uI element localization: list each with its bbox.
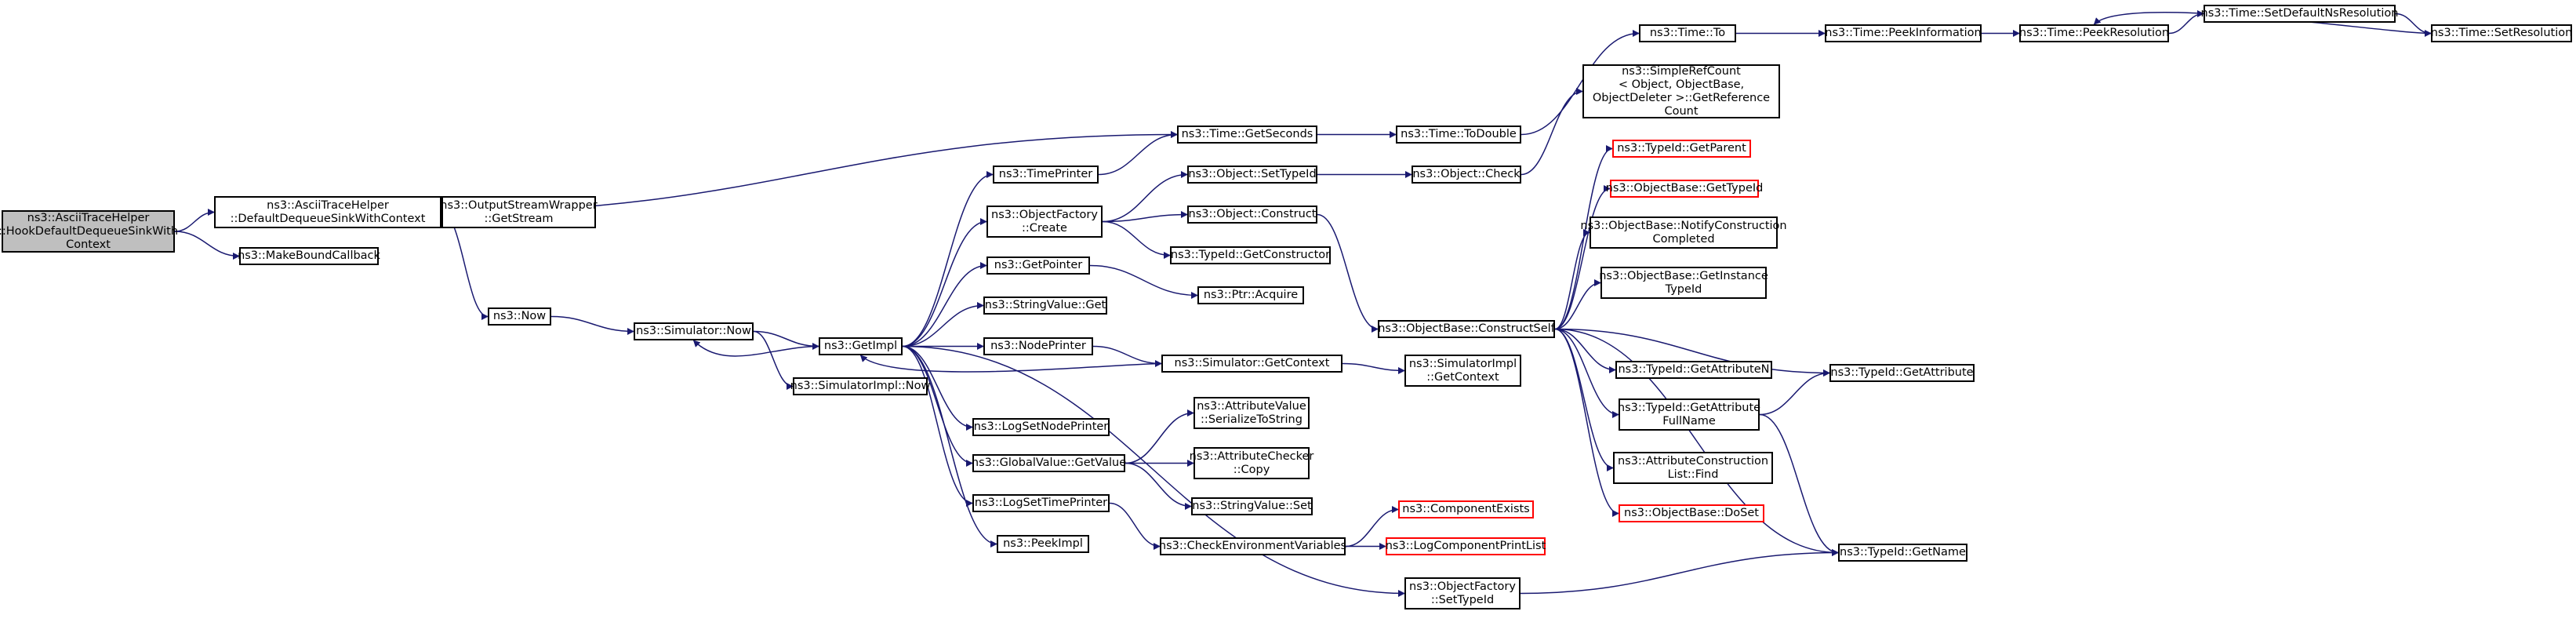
node-root: ns3::AsciiTraceHelper ::HookDefaultDeque… [0,210,178,253]
node-ptracquire[interactable]: ns3::Ptr::Acquire [1197,286,1304,304]
edge-constructself-to-tidgetattrfull [1554,328,1619,418]
edge-nodeprinter-to-simgetcontext [1092,345,1162,367]
edge-root-to-ddswc [174,209,215,232]
edge-getimpl-to-timeprinter [902,171,994,347]
edge-objcheck-to-srcgetref [1521,88,1583,176]
edge-constructself-to-obgettypeid [1554,185,1611,330]
node-obnotify[interactable]: ns3::ObjectBase::NotifyConstruction Comp… [1580,216,1787,249]
node-tidgetattrn[interactable]: ns3::TypeId::GetAttributeN [1615,361,1772,379]
edge-logsettime-to-checkenv [1109,502,1161,550]
edge-simgetcontext-to-simimplgetcontext [1342,362,1405,374]
edge-getpointer-to-ptracquire [1089,264,1198,299]
edge-ofsettypeid-to-tidgetname [1520,549,1839,595]
node-timesetres[interactable]: ns3::Time::SetResolution [2431,24,2572,42]
node-objsettypeid[interactable]: ns3::Object::SetTypeId [1187,166,1317,184]
edge-simnow-to-getimpl [753,330,819,350]
node-obgetinstance[interactable]: ns3::ObjectBase::GetInstance TypeId [1599,267,1768,299]
edge-constructself-to-obnotify [1554,229,1590,330]
node-simgetcontext[interactable]: ns3::Simulator::GetContext [1161,355,1342,373]
edge-constructself-to-tidgetattr [1554,328,1830,377]
edge-simgetcontext-to-getimpl [859,355,1162,373]
node-tidgetparent[interactable]: ns3::TypeId::GetParent [1612,140,1751,158]
edge-getimpl-to-gvgetvalue [902,345,973,467]
node-gvgetvalue[interactable]: ns3::GlobalValue::GetValue [972,454,1126,472]
node-compexists[interactable]: ns3::ComponentExists [1398,500,1534,518]
edge-now-to-simnow [550,315,634,335]
edge-constructself-to-obdoset [1554,328,1619,517]
node-peekimpl[interactable]: ns3::PeekImpl [997,535,1089,553]
node-typeidgetctor[interactable]: ns3::TypeId::GetConstructor [1170,246,1331,264]
node-simimplnow[interactable]: ns3::SimulatorImpl::Now [790,377,930,395]
node-srcgetref[interactable]: ns3::SimpleRefCount < Object, ObjectBase… [1582,64,1780,118]
edge-ofcreate-to-objconstruct [1102,211,1188,223]
node-obdoset[interactable]: ns3::ObjectBase::DoSet [1619,504,1764,522]
edge-gvgetvalue-to-svset [1125,462,1192,510]
node-obgettypeid[interactable]: ns3::ObjectBase::GetTypeId [1606,180,1763,198]
node-timesetdefault[interactable]: ns3::Time::SetDefaultNsResolution [2201,5,2398,23]
edge-tidgetattrfull-to-tidgetattr [1759,369,1830,416]
node-ddswc[interactable]: ns3::AsciiTraceHelper ::DefaultDequeueSi… [214,196,441,228]
edge-constructself-to-acfind [1554,328,1614,471]
edge-getimpl-to-logsettime [902,345,973,507]
node-logsetnode[interactable]: ns3::LogSetNodePrinter [972,418,1110,436]
edge-getimpl-to-ofsettypeid [902,345,1405,597]
edge-timepeekres-to-timesetdefault [2168,10,2204,35]
node-simimplgetcontext[interactable]: ns3::SimulatorImpl ::GetContext [1404,355,1521,387]
edge-constructself-to-obgetinstance [1554,279,1601,330]
edge-timeprinter-to-gettimeseconds [1098,131,1178,176]
node-tidgetattr[interactable]: ns3::TypeId::GetAttribute [1829,364,1975,382]
node-svset[interactable]: ns3::StringValue::Set [1191,497,1313,515]
node-logcompprint[interactable]: ns3::LogComponentPrintList [1386,537,1546,555]
edge-ofcreate-to-objsettypeid [1102,171,1188,223]
edge-root-to-mbc [174,231,240,260]
node-acfind[interactable]: ns3::AttributeConstruction List::Find [1613,452,1773,484]
node-osw[interactable]: ns3::OutputStreamWrapper ::GetStream [440,196,598,228]
node-now[interactable]: ns3::Now [488,307,551,326]
node-objconstruct[interactable]: ns3::Object::Construct [1187,206,1317,224]
edge-constructself-to-tidgetattrn [1554,328,1616,373]
node-simnow[interactable]: ns3::Simulator::Now [634,322,754,340]
node-mbc[interactable]: ns3::MakeBoundCallback [238,247,380,265]
node-ofsettypeid[interactable]: ns3::ObjectFactory ::SetTypeId [1404,577,1521,609]
node-ofcreate[interactable]: ns3::ObjectFactory ::Create [986,206,1103,238]
edge-checkenv-to-compexists [1345,506,1399,548]
node-tidgetname[interactable]: ns3::TypeId::GetName [1838,544,1967,562]
edge-ofcreate-to-typeidgetctor [1102,220,1171,259]
edge-tidgetattrfull-to-tidgetname [1759,413,1839,556]
edge-getimpl-to-svget [902,302,984,347]
edge-getimpl-to-simnow [692,340,819,357]
node-svget[interactable]: ns3::StringValue::Get [983,297,1107,315]
edge-constructself-to-tidgetname [1554,328,1839,556]
node-timeto[interactable]: ns3::Time::To [1639,24,1736,42]
edge-timetodouble-to-timeto [1521,30,1640,136]
node-timepeekinfo[interactable]: ns3::Time::PeekInformation [1825,24,1982,42]
node-timeprinter[interactable]: ns3::TimePrinter [993,166,1099,184]
node-accopy[interactable]: ns3::AttributeChecker ::Copy [1190,447,1313,479]
node-logsettime[interactable]: ns3::LogSetTimePrinter [972,494,1110,512]
node-getpointer[interactable]: ns3::GetPointer [986,257,1090,275]
node-avserialize[interactable]: ns3::AttributeValue ::SerializeToString [1194,397,1310,429]
edge-objconstruct-to-constructself [1317,213,1379,333]
edge-getimpl-to-ofcreate [902,218,987,347]
edge-simnow-to-simimplnow [753,330,794,390]
edge-getimpl-to-getpointer [902,262,987,347]
edge-timesetdefault-to-timesetres [2395,13,2432,37]
node-getimpl[interactable]: ns3::GetImpl [819,337,903,355]
node-nodeprinter[interactable]: ns3::NodePrinter [983,337,1093,355]
node-timepeekres[interactable]: ns3::Time::PeekResolution [2019,24,2169,42]
node-gettimeseconds[interactable]: ns3::Time::GetSeconds [1177,126,1317,144]
node-checkenv[interactable]: ns3::CheckEnvironmentVariables [1159,537,1346,555]
node-objcheck[interactable]: ns3::Object::Check [1412,166,1521,184]
edge-getimpl-to-logsetnode [902,345,973,431]
edge-gvgetvalue-to-avserialize [1125,409,1194,464]
node-tidgetattrfull[interactable]: ns3::TypeId::GetAttribute FullName [1618,398,1760,431]
node-timetodouble[interactable]: ns3::Time::ToDouble [1396,126,1521,144]
edge-getimpl-to-peekimpl [902,345,997,548]
node-constructself[interactable]: ns3::ObjectBase::ConstructSelf [1378,320,1555,338]
